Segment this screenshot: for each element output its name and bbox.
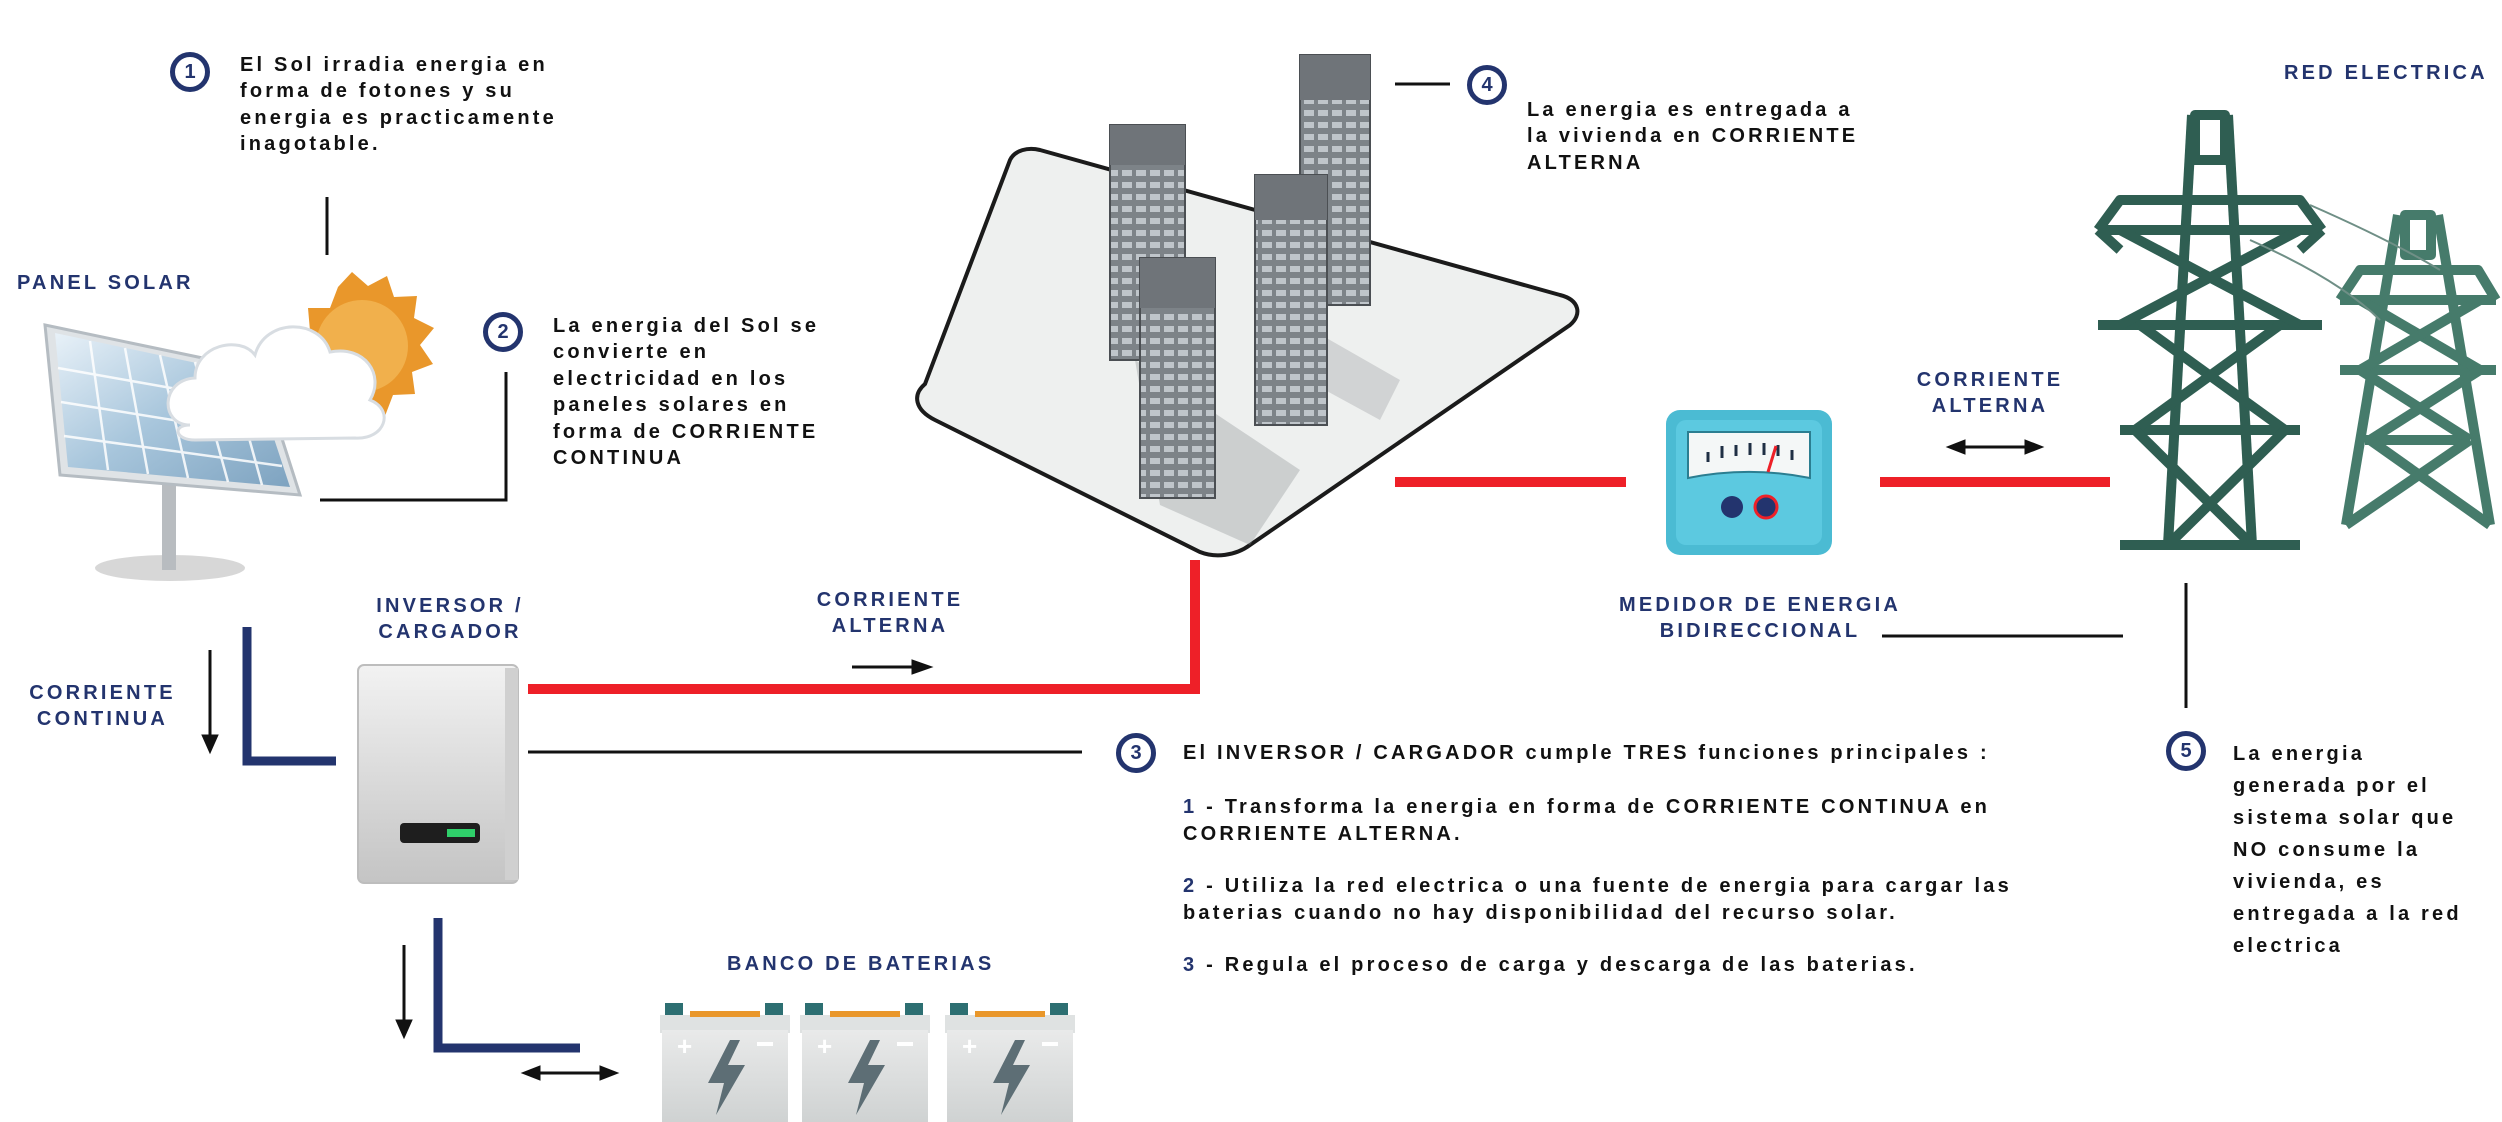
function-2-num: 2 — [1183, 875, 1198, 898]
step-3-function-3: 3 - Regula el proceso de carga y descarg… — [1183, 952, 2063, 978]
svg-text:+: + — [677, 1031, 692, 1061]
red-electrica-label: RED ELECTRICA — [2284, 62, 2488, 84]
function-3-num: 3 — [1183, 953, 1198, 976]
panel-solar-label: PANEL SOLAR — [17, 272, 194, 294]
svg-text:+: + — [817, 1031, 832, 1061]
corriente-continua-label: CORRIENTE CONTINUA — [29, 682, 176, 731]
function-1-text: - Transforma la energia en forma de CORR… — [1183, 796, 1991, 845]
svg-text:+: + — [962, 1031, 977, 1061]
step-3-heading: El INVERSOR / CARGADOR cumple TRES funci… — [1183, 742, 1990, 764]
step-1-badge: 1 — [170, 52, 210, 92]
inverter-icon — [357, 664, 519, 884]
corriente-alterna-label-grid: CORRIENTE ALTERNA — [1916, 369, 2064, 418]
step-3-block: El INVERSOR / CARGADOR cumple TRES funci… — [1183, 740, 2063, 1004]
step-3-function-1: 1 - Transforma la energia en forma de CO… — [1183, 794, 2063, 847]
step-2-text: La energia del Sol se convierte en elect… — [553, 315, 820, 469]
function-2-text: - Utiliza la red electrica o una fuente … — [1183, 875, 2012, 924]
step-5-text: La energia generada por el sistema solar… — [2233, 743, 2462, 957]
leader-lines — [320, 82, 2188, 754]
step-4-text: La energia es entregada a la vivienda en… — [1527, 99, 1859, 174]
step-3-badge: 3 — [1116, 733, 1156, 773]
ac-lines — [528, 477, 2110, 694]
banco-baterias-label: BANCO DE BATERIAS — [727, 953, 995, 975]
cloud-icon — [166, 325, 386, 442]
dc-lines — [242, 627, 580, 1053]
step-4-badge: 4 — [1467, 65, 1507, 105]
function-3-text: - Regula el proceso de carga y descarga … — [1197, 953, 1918, 976]
battery-icon: + + + — [660, 1003, 1075, 1122]
step-3-function-2: 2 - Utiliza la red electrica o una fuent… — [1183, 873, 2063, 926]
corriente-alterna-label-inverter: CORRIENTE ALTERNA — [816, 589, 964, 638]
arrow-icon — [201, 439, 2045, 1081]
function-1-num: 1 — [1183, 796, 1198, 819]
energy-meter-icon — [1666, 410, 1832, 555]
transmission-tower-icon — [2093, 110, 2501, 550]
step-1-text: El Sol irradia energia en forma de foton… — [240, 54, 557, 156]
step-5-badge: 5 — [2166, 731, 2206, 771]
step-2-badge: 2 — [483, 312, 523, 352]
inversor-label: INVERSOR / CARGADOR — [376, 595, 524, 644]
medidor-label: MEDIDOR DE ENERGIA BIDIRECCIONAL — [1618, 594, 1902, 643]
buildings-icon — [915, 54, 1580, 558]
